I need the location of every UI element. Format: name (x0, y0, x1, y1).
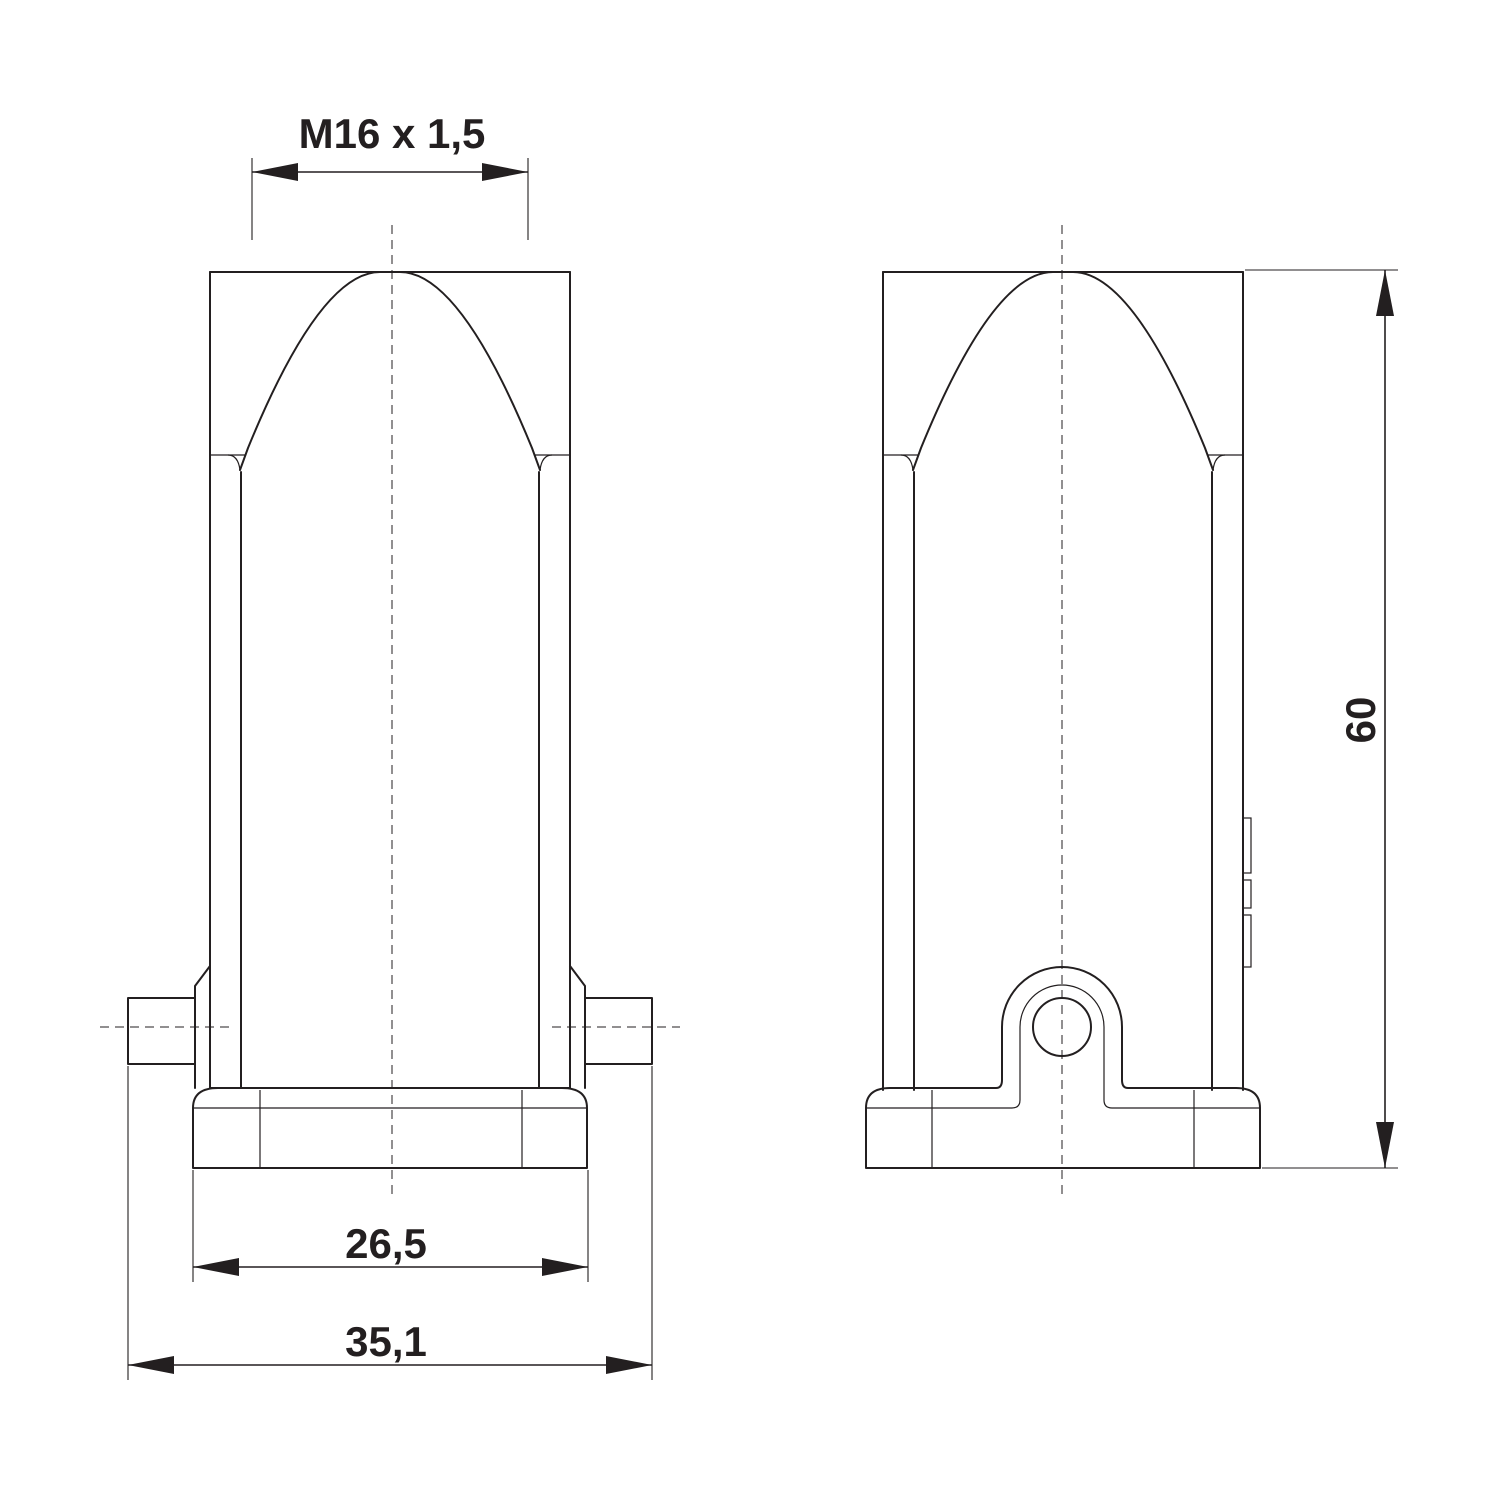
dimension-height: 60 (1245, 269, 1398, 1169)
dimension-thread: M16 x 1,5 (251, 110, 529, 240)
right-locking-pin (584, 997, 653, 1065)
front-dome (239, 271, 541, 471)
front-view (100, 225, 680, 1200)
dimension-overall-width: 35,1 (127, 1066, 653, 1380)
thread-label: M16 x 1,5 (299, 110, 486, 157)
side-dome (912, 271, 1214, 471)
side-view (865, 225, 1261, 1200)
dimension-base-width: 26,5 (192, 1170, 589, 1282)
front-base-plate (192, 1087, 588, 1169)
side-base-with-ear (865, 966, 1261, 1169)
left-locking-pin (127, 997, 196, 1065)
overall-width-label: 35,1 (345, 1318, 427, 1365)
height-label: 60 (1337, 697, 1384, 744)
base-width-label: 26,5 (345, 1220, 427, 1267)
